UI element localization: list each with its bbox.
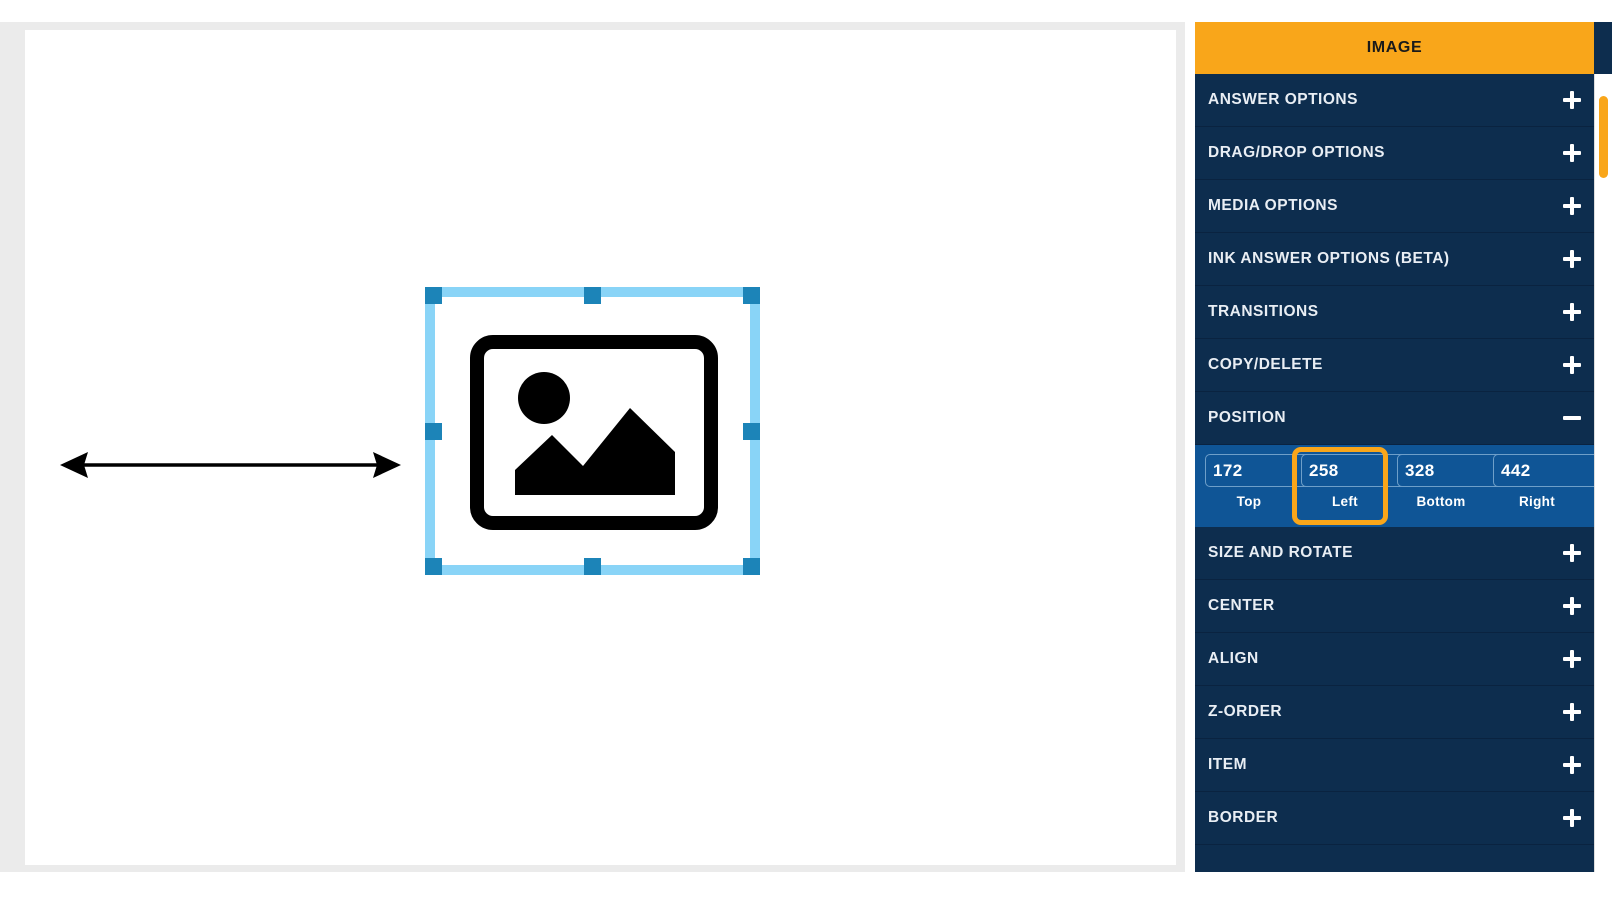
plus-icon[interactable] — [1563, 144, 1581, 162]
section-label: ALIGN — [1208, 650, 1259, 667]
section-label: TRANSITIONS — [1208, 303, 1319, 320]
section-item[interactable]: ITEM — [1195, 739, 1594, 792]
minus-icon[interactable] — [1563, 409, 1581, 427]
section-drag-drop-options[interactable]: DRAG/DROP OPTIONS — [1195, 127, 1594, 180]
image-placeholder-icon — [470, 335, 718, 530]
section-label: POSITION — [1208, 409, 1287, 426]
resize-handle-bottom-left[interactable] — [425, 558, 442, 575]
selected-image-object[interactable] — [425, 287, 760, 575]
section-align[interactable]: ALIGN — [1195, 633, 1594, 686]
plus-icon[interactable] — [1563, 303, 1581, 321]
section-label: CENTER — [1208, 597, 1275, 614]
section-label: DRAG/DROP OPTIONS — [1208, 144, 1386, 161]
position-field-top: Top — [1205, 454, 1451, 527]
plus-icon[interactable] — [1563, 809, 1581, 827]
bottom-label: Bottom — [1416, 494, 1466, 509]
section-label: ANSWER OPTIONS — [1208, 91, 1358, 108]
distance-arrow-annotation — [58, 425, 403, 505]
section-label: ITEM — [1208, 756, 1248, 773]
section-border[interactable]: BORDER — [1195, 792, 1594, 845]
position-field-bottom: Bottom — [1397, 454, 1594, 527]
plus-icon[interactable] — [1563, 703, 1581, 721]
plus-icon[interactable] — [1563, 650, 1581, 668]
resize-handle-bottom-center[interactable] — [584, 558, 601, 575]
right-input[interactable] — [1493, 454, 1594, 487]
resize-handle-middle-left[interactable] — [425, 423, 442, 440]
right-label: Right — [1519, 494, 1555, 509]
plus-icon[interactable] — [1563, 597, 1581, 615]
plus-icon[interactable] — [1563, 91, 1581, 109]
plus-icon[interactable] — [1563, 250, 1581, 268]
resize-handle-top-right[interactable] — [743, 287, 760, 304]
position-fields-row: Top Left — [1195, 445, 1594, 527]
section-center[interactable]: CENTER — [1195, 580, 1594, 633]
image-properties-panel: IMAGE ANSWER OPTIONS DRAG/DROP OPTIONS M… — [1195, 22, 1612, 872]
section-label: INK ANSWER OPTIONS (BETA) — [1208, 250, 1450, 267]
double-headed-arrow-icon — [60, 452, 401, 478]
section-label: MEDIA OPTIONS — [1208, 197, 1338, 214]
plus-icon[interactable] — [1563, 756, 1581, 774]
section-position[interactable]: POSITION — [1195, 392, 1594, 445]
position-field-right: Right — [1493, 454, 1594, 527]
panel-scrollbar-thumb[interactable] — [1599, 96, 1608, 178]
section-label: Z-ORDER — [1208, 703, 1283, 720]
resize-handle-top-left[interactable] — [425, 287, 442, 304]
section-transitions[interactable]: TRANSITIONS — [1195, 286, 1594, 339]
resize-handle-middle-right[interactable] — [743, 423, 760, 440]
section-answer-options[interactable]: ANSWER OPTIONS — [1195, 74, 1594, 127]
section-label: SIZE AND ROTATE — [1208, 544, 1353, 561]
top-label: Top — [1236, 494, 1262, 509]
slide-canvas[interactable] — [25, 30, 1176, 865]
canvas-surround — [0, 22, 1185, 872]
section-label: BORDER — [1208, 809, 1279, 826]
panel-scrollbar[interactable] — [1594, 74, 1612, 872]
plus-icon[interactable] — [1563, 197, 1581, 215]
section-z-order[interactable]: Z-ORDER — [1195, 686, 1594, 739]
resize-handle-bottom-right[interactable] — [743, 558, 760, 575]
plus-icon[interactable] — [1563, 544, 1581, 562]
panel-title: IMAGE — [1195, 22, 1594, 74]
panel-scroll-viewport: IMAGE ANSWER OPTIONS DRAG/DROP OPTIONS M… — [1195, 22, 1594, 872]
section-size-and-rotate[interactable]: SIZE AND ROTATE — [1195, 527, 1594, 580]
section-media-options[interactable]: MEDIA OPTIONS — [1195, 180, 1594, 233]
section-label: COPY/DELETE — [1208, 356, 1323, 373]
resize-handle-top-center[interactable] — [584, 287, 601, 304]
left-label: Left — [1332, 494, 1358, 509]
section-copy-delete[interactable]: COPY/DELETE — [1195, 339, 1594, 392]
position-field-left: Left — [1301, 454, 1547, 527]
section-ink-answer-options[interactable]: INK ANSWER OPTIONS (BETA) — [1195, 233, 1594, 286]
plus-icon[interactable] — [1563, 356, 1581, 374]
